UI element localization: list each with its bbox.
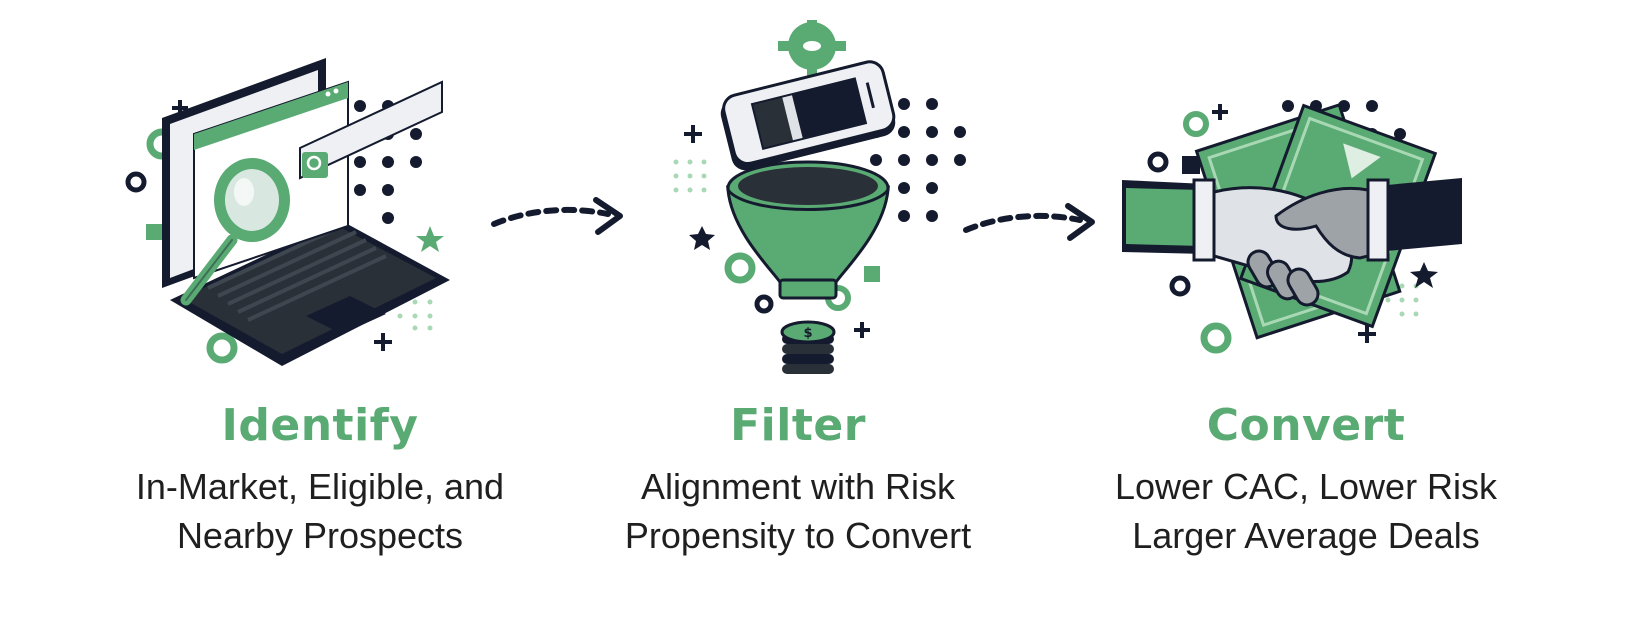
dashed-arrow-icon [960, 196, 1110, 256]
step-description-line: Propensity to Convert [624, 515, 972, 556]
svg-text:$: $ [803, 326, 812, 341]
step-title: Convert [1206, 400, 1406, 451]
step-identify: Identify In-Market, Eligible, and Nearby… [90, 0, 550, 638]
laptop-magnifier-icon [90, 20, 550, 390]
step-title: Filter [730, 400, 866, 451]
step-title: Identify [221, 400, 419, 451]
step-description-line: Nearby Prospects [176, 515, 464, 556]
step-description-line: Alignment with Risk [640, 466, 956, 507]
step-description-line: Lower CAC, Lower Risk [1114, 466, 1498, 507]
step-convert: Convert Lower CAC, Lower Risk Larger Ave… [1076, 0, 1536, 638]
funnel-filter-icon: $ [568, 14, 1028, 390]
handshake-money-icon [1076, 20, 1536, 390]
step-filter: $ Filter Alignment with Risk Propensity … [568, 0, 1028, 638]
dashed-arrow-icon [488, 192, 638, 252]
step-description-line: In-Market, Eligible, and [135, 466, 505, 507]
step-description: Alignment with Risk Propensity to Conver… [568, 462, 1028, 560]
step-description-line: Larger Average Deals [1132, 515, 1480, 556]
step-description: Lower CAC, Lower Risk Larger Average Dea… [1076, 462, 1536, 560]
step-description: In-Market, Eligible, and Nearby Prospect… [90, 462, 550, 560]
